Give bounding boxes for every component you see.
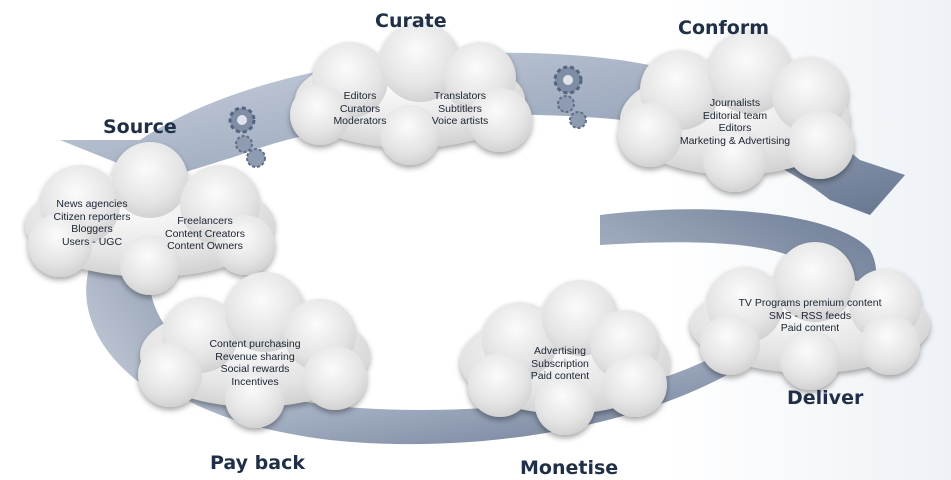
list-item: Content purchasing: [209, 338, 301, 350]
cloud-monetise: [460, 280, 670, 435]
cloud-deliver: [690, 242, 930, 390]
curate-roles-left: Editors Curators Moderators: [330, 90, 390, 128]
list-item: Subtitlers: [438, 102, 482, 115]
list-item: Freelancers: [177, 215, 233, 227]
stage-label-deliver: Deliver: [787, 387, 864, 409]
source-roles-right: Freelancers Content Creators Content Own…: [155, 215, 255, 253]
cloud-curate: [290, 22, 532, 165]
list-item: Subscription: [531, 357, 589, 370]
pay-back-methods: Content purchasing Revenue sharing Socia…: [195, 338, 315, 388]
cloud-source: [25, 142, 275, 295]
gear-icon: [228, 106, 266, 168]
stage-label-curate: Curate: [375, 10, 447, 32]
list-item: Editorial team: [702, 109, 768, 122]
list-item: Translators: [433, 90, 487, 102]
list-item: Citizen reporters: [53, 210, 131, 223]
list-item: Curators: [339, 102, 381, 115]
stage-label-monetise: Monetise: [520, 457, 619, 479]
deliver-channels: TV Programs premium content SMS - RSS fe…: [715, 297, 905, 335]
stage-label-conform: Conform: [678, 17, 770, 39]
list-item: Voice artists: [431, 115, 489, 127]
cloud-conform: [618, 30, 854, 192]
list-item: Bloggers: [71, 223, 113, 235]
list-item: Incentives: [231, 375, 279, 388]
cloud-pay-back: [138, 272, 370, 428]
stage-label-source: Source: [103, 116, 177, 138]
stage-label-pay-back: Pay back: [210, 452, 305, 474]
list-item: TV Programs premium content: [738, 297, 882, 309]
list-item: Revenue sharing: [215, 350, 295, 363]
source-roles-left: News agencies Citizen reporters Bloggers…: [42, 198, 142, 248]
gear-icon: [553, 65, 587, 129]
list-item: Journalists: [709, 97, 761, 109]
list-item: Moderators: [333, 115, 387, 127]
list-item: Paid content: [530, 370, 590, 382]
curate-roles-right: Translators Subtitlers Voice artists: [425, 90, 495, 128]
list-item: Paid content: [780, 322, 840, 334]
conform-roles: Journalists Editorial team Editors Marke…: [650, 97, 820, 147]
list-item: Editors: [343, 90, 377, 102]
list-item: SMS - RSS feeds: [768, 309, 852, 322]
list-item: Users - UGC: [61, 235, 123, 248]
arrow-segment-bottom: [170, 340, 760, 445]
list-item: News agencies: [56, 198, 128, 210]
list-item: Editors: [718, 122, 752, 134]
monetise-methods: Advertising Subscription Paid content: [515, 345, 605, 383]
list-item: Marketing & Advertising: [679, 134, 791, 147]
list-item: Social rewards: [220, 363, 290, 375]
list-item: Advertising: [534, 345, 586, 357]
list-item: Content Owners: [167, 240, 243, 252]
list-item: Content Creators: [165, 227, 245, 240]
